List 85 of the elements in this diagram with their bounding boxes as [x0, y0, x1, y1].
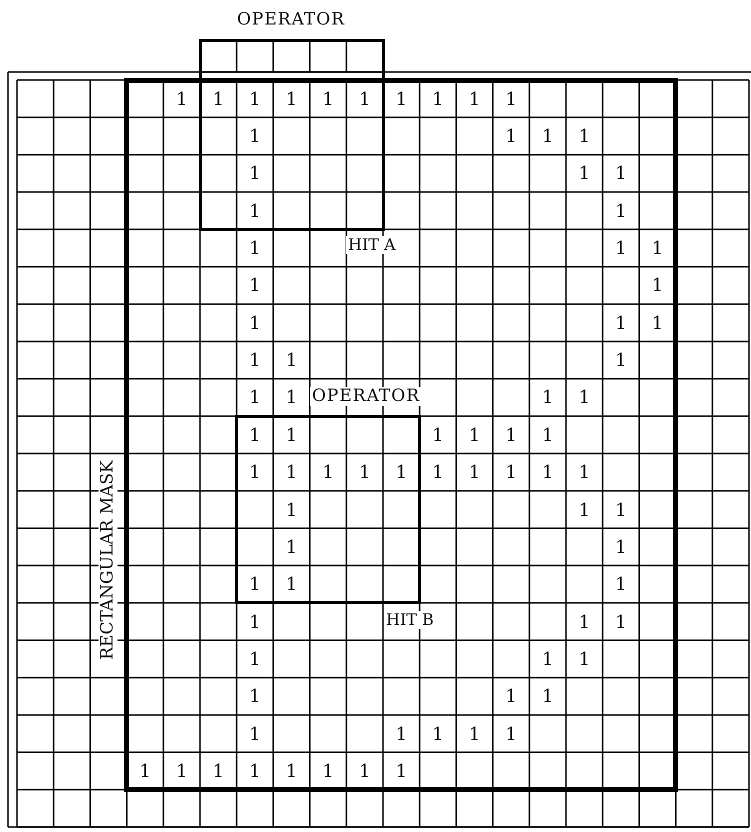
cell-value: 1 [286, 426, 298, 445]
cell-value: 1 [505, 726, 517, 744]
cell-value: 1 [249, 352, 261, 370]
cell-value: 1 [249, 277, 261, 296]
cell-value: 1 [505, 464, 517, 482]
cell-value: 1 [578, 614, 590, 632]
cell-value: 1 [542, 426, 554, 445]
hit-label: HIT B [384, 610, 436, 629]
cell-value: 1 [286, 538, 298, 557]
cell-value: 1 [249, 614, 261, 632]
cell-value: 1 [505, 688, 517, 706]
cell-value: 1 [249, 688, 261, 706]
cell-value: 1 [322, 762, 334, 781]
cell-value: 1 [542, 688, 554, 706]
cell-value: 1 [652, 314, 664, 333]
cell-value: 1 [468, 726, 480, 744]
cell-value: 1 [432, 90, 444, 109]
cell-value: 1 [652, 277, 664, 296]
cell-value: 1 [358, 90, 370, 109]
cell-value: 1 [322, 90, 334, 109]
cell-value: 1 [615, 352, 627, 370]
cell-value: 1 [358, 762, 370, 781]
cell-value: 1 [615, 576, 627, 594]
cell-value: 1 [468, 426, 480, 445]
cell-value: 1 [249, 726, 261, 744]
cell-value: 1 [615, 502, 627, 520]
cell-value: 1 [615, 165, 627, 184]
cell-value: 1 [615, 614, 627, 632]
operator-label: OPERATOR [236, 10, 346, 30]
cell-value: 1 [505, 90, 517, 109]
cell-value: 1 [286, 352, 298, 370]
cell-value: 1 [249, 202, 261, 221]
cell-value: 1 [249, 650, 261, 669]
cell-value: 1 [139, 762, 151, 781]
cell-value: 1 [249, 464, 261, 482]
cell-value: 1 [652, 240, 664, 258]
cell-value: 1 [286, 389, 298, 408]
cell-value: 1 [615, 314, 627, 333]
cell-value: 1 [578, 650, 590, 669]
cell-value: 1 [432, 426, 444, 445]
cell-value: 1 [542, 128, 554, 146]
cell-value: 1 [249, 389, 261, 408]
cell-value: 1 [286, 502, 298, 520]
cell-value: 1 [505, 128, 517, 146]
cell-value: 1 [249, 165, 261, 184]
cell-value: 1 [286, 90, 298, 109]
cell-value: 1 [578, 128, 590, 146]
cell-value: 1 [249, 314, 261, 333]
cell-value: 1 [615, 240, 627, 258]
hit-label: HIT A [346, 236, 398, 254]
cell-value: 1 [212, 762, 224, 781]
cell-value: 1 [468, 90, 480, 109]
cell-value: 1 [176, 90, 188, 109]
cell-value: 1 [249, 240, 261, 258]
cell-value: 1 [249, 762, 261, 781]
cell-value: 1 [249, 576, 261, 594]
cell-value: 1 [396, 90, 408, 109]
cell-value: 1 [286, 576, 298, 594]
cell-value: 1 [542, 389, 554, 408]
cell-value: 1 [542, 464, 554, 482]
cell-value: 1 [578, 389, 590, 408]
cell-value: 1 [615, 538, 627, 557]
cell-value: 1 [432, 464, 444, 482]
cell-value: 1 [396, 726, 408, 744]
cell-value: 1 [468, 464, 480, 482]
cell-value: 1 [212, 90, 224, 109]
cell-value: 1 [542, 650, 554, 669]
cell-value: 1 [432, 726, 444, 744]
cell-value: 1 [249, 426, 261, 445]
cell-value: 1 [322, 464, 334, 482]
cell-value: 1 [358, 464, 370, 482]
cell-value: 1 [578, 464, 590, 482]
cell-value: 1 [176, 762, 188, 781]
operator-label: OPERATOR [310, 386, 422, 406]
cell-value: 1 [249, 128, 261, 146]
cell-value: 1 [396, 762, 408, 781]
cell-value: 1 [615, 202, 627, 221]
cell-value: 1 [396, 464, 408, 482]
cell-value: 1 [286, 762, 298, 781]
cell-value: 1 [249, 90, 261, 109]
cell-value: 1 [578, 502, 590, 520]
cell-value: 1 [578, 165, 590, 184]
cell-value: 1 [505, 426, 517, 445]
mask-label: RECTANGULAR MASK [98, 458, 118, 662]
cell-value: 1 [286, 464, 298, 482]
